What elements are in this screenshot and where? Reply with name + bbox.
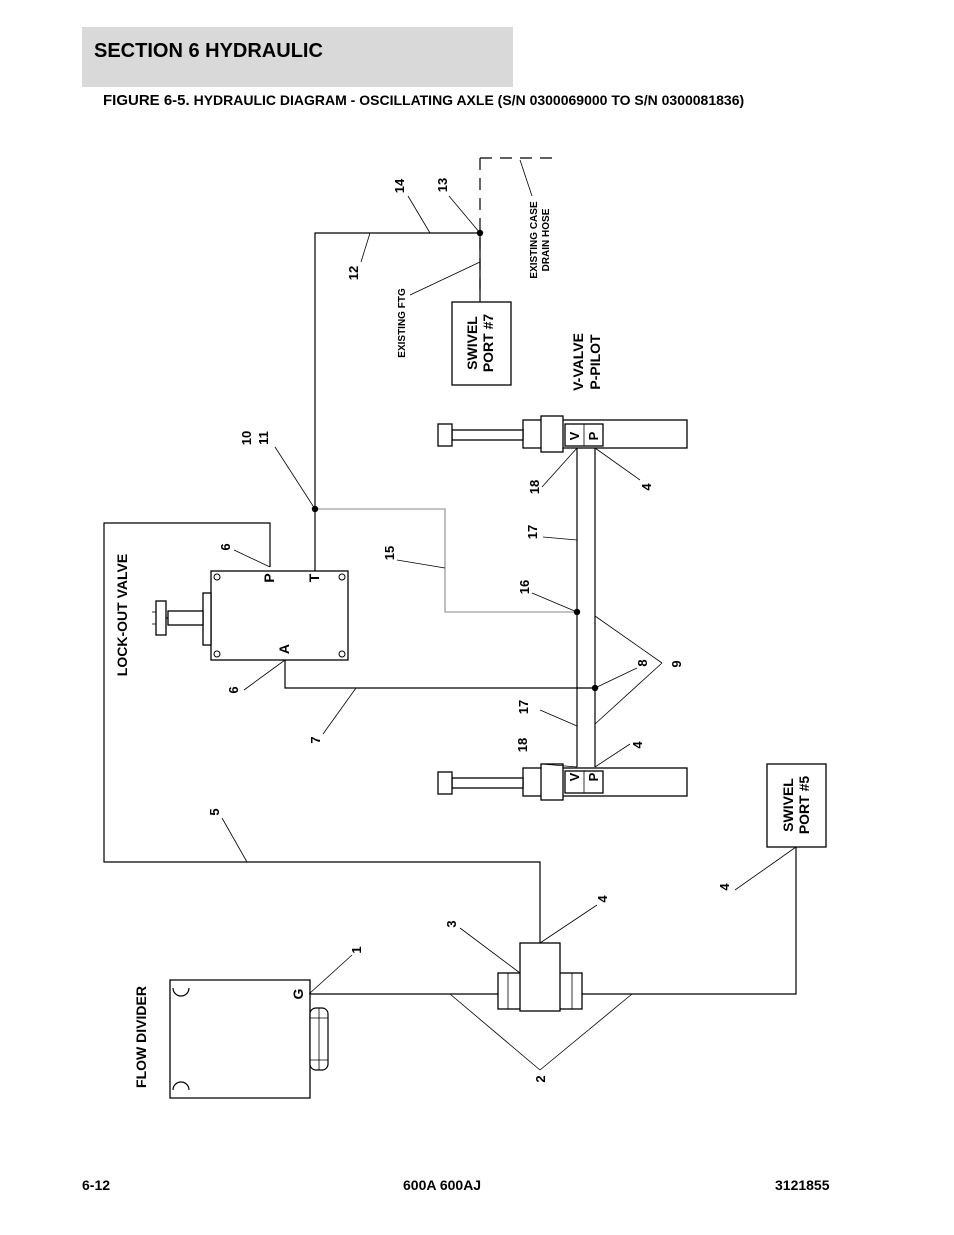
callout-6-lower: 6 [226,686,241,693]
port-v-upper: V [567,431,582,440]
callout-numbers: 1 2 3 4 4 4 4 5 6 6 7 8 9 10 11 12 13 14… [207,178,732,1083]
port-v-lower: V [567,772,582,781]
callout-9: 9 [669,660,684,667]
port-t-lockout: T [306,573,322,582]
line-12 [314,232,480,571]
callout-17-lower: 17 [516,700,531,714]
callout-18-upper: 18 [527,480,542,494]
callout-10: 10 [239,431,254,445]
callout-4-lower: 4 [630,741,645,749]
callout-8: 8 [635,659,650,666]
swivel-port-5-label-2: PORT #5 [796,776,812,835]
swivel-port-7-box [451,301,512,386]
p-pilot-label: P-PILOT [587,334,603,390]
line-15 [315,508,577,613]
port-a-lockout: A [276,644,292,654]
callout-1: 1 [349,946,364,953]
lockout-valve [152,570,349,661]
footer-model: 600A 600AJ [403,1177,482,1193]
v-valve-label: V-VALVE [570,333,586,391]
callout-15: 15 [382,546,397,560]
callout-7: 7 [308,736,323,743]
swivel-port-5-label-1: SWIVEL [780,778,796,832]
port-p-lower: P [586,772,601,781]
swivel-port-5-box [766,763,827,848]
footer-doc-number: 3121855 [775,1177,830,1193]
callout-18-lower: 18 [515,738,530,752]
figure-title: HYDRAULIC DIAGRAM - OSCILLATING AXLE (S/… [189,92,745,108]
section-title: SECTION 6 HYDRAULIC [94,40,323,62]
section-header: SECTION 6 HYDRAULIC [82,27,513,87]
flow-divider-label: FLOW DIVIDER [133,986,149,1088]
upper-cylinder [437,415,688,453]
callout-14: 14 [392,178,407,193]
junction-dots [311,229,599,692]
lower-cylinder [437,763,688,801]
callout-3: 3 [444,920,459,927]
footer-page-number: 6-12 [82,1177,111,1193]
leader-lines [221,159,797,1071]
figure-number: FIGURE 6-5. [103,92,190,109]
callout-2: 2 [533,1075,548,1082]
callout-16: 16 [517,580,532,594]
line-5 [103,522,541,943]
case-drain-label-1: EXISTING CASE [529,201,540,279]
callout-4-swivel: 4 [717,883,732,891]
figure-caption: FIGURE 6-5. HYDRAULIC DIAGRAM - OSCILLAT… [103,92,744,109]
port-p-lockout: P [261,573,277,582]
callout-4-upper: 4 [639,483,654,491]
callout-13: 13 [435,178,450,192]
callout-17-upper: 17 [525,525,540,539]
callout-11: 11 [256,431,271,445]
tee-fitting [497,942,583,1012]
line-tee-to-swivel-5 [582,847,797,995]
callout-4-tee: 4 [595,895,610,903]
port-g: G [290,988,306,999]
case-drain-label-2: DRAIN HOSE [541,208,552,271]
swivel-port-7-label-1: SWIVEL [464,316,480,370]
line-7 [284,655,595,689]
existing-ftg-label: EXISTING FTG [397,288,408,358]
lockout-valve-label: LOCK-OUT VALVE [114,554,130,676]
case-drain-dashed [479,157,560,295]
callout-12: 12 [346,266,361,280]
port-p-upper: P [586,431,601,440]
swivel-port-7-label-2: PORT #7 [480,314,496,373]
flow-divider [169,979,329,1099]
callout-6-upper: 6 [218,543,233,550]
callout-5: 5 [207,808,222,815]
